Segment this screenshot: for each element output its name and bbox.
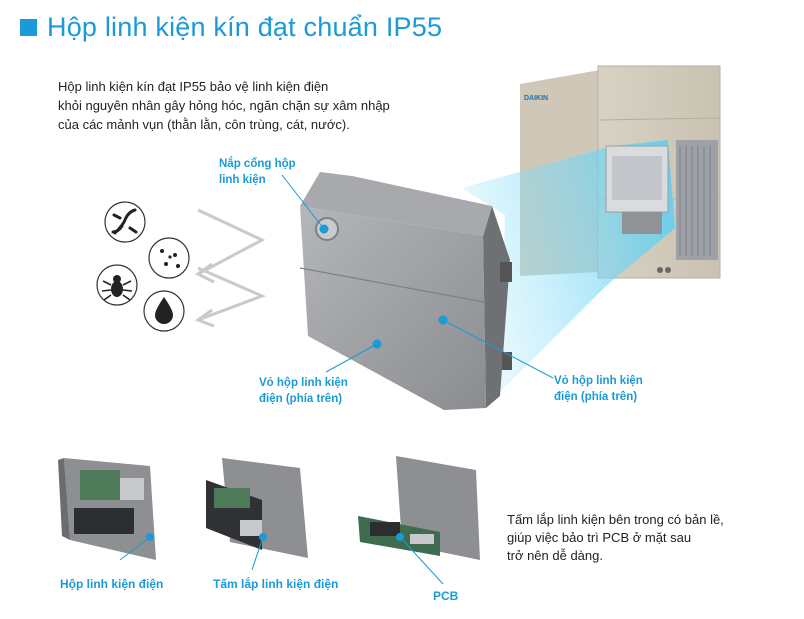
page-title: Hộp linh kiện kín đạt chuẩn IP55 — [47, 12, 443, 42]
intro-paragraph: Hộp linh kiện kín đạt IP55 bảo vệ linh k… — [58, 79, 390, 132]
component-box-open-photo — [58, 458, 156, 561]
pcb-photo — [358, 456, 480, 585]
lizard-icon — [104, 201, 146, 243]
water-drop-icon — [143, 290, 185, 332]
caption-mounting-plate: Tấm lắp linh kiện điện — [213, 577, 339, 591]
sand-icon — [148, 237, 190, 279]
unit-component-box — [605, 145, 669, 234]
threat-arrows — [194, 208, 266, 328]
component-box-main — [299, 172, 512, 410]
maintenance-note: Tấm lắp linh kiện bên trong có bản lề, g… — [507, 512, 724, 563]
caption-pcb: PCB — [433, 589, 459, 603]
caption-component-box: Hộp linh kiện điện — [60, 577, 164, 591]
mounting-plate-photo — [206, 458, 308, 571]
callout-upper-casing-left: Vỏ hộp linh kiện điện (phía trên) — [259, 377, 348, 405]
svg-text:DAIKIN: DAIKIN — [524, 95, 548, 102]
callout-port-cover: Nắp cổng hộp linh kiện — [219, 158, 296, 186]
insect-icon — [96, 264, 138, 306]
callout-upper-casing-right: Vỏ hộp linh kiện điện (phía trên) — [554, 375, 643, 403]
section-heading: Hộp linh kiện kín đạt chuẩn IP55 — [20, 12, 442, 43]
title-marker — [20, 19, 37, 36]
